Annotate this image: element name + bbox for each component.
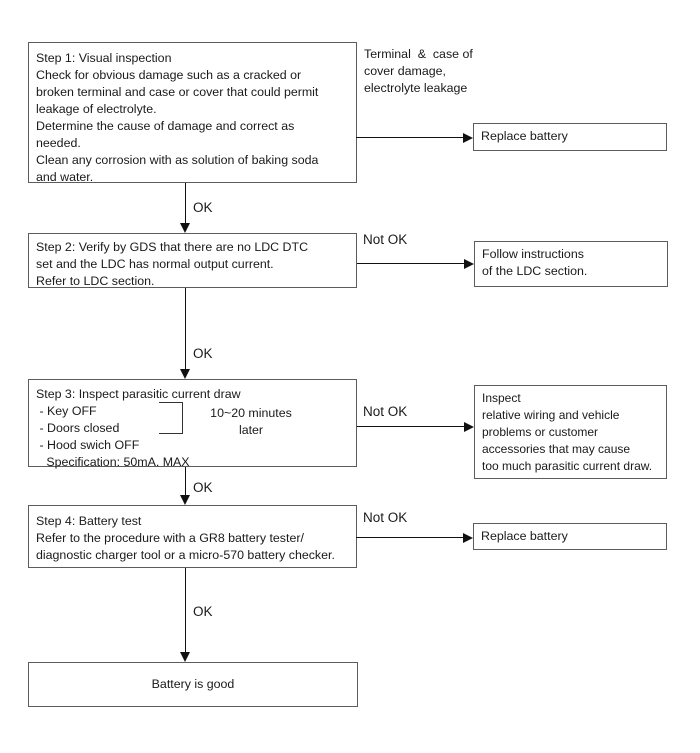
replace-battery-box-2: Replace battery (473, 523, 667, 550)
arrow-step4-to-result-line (185, 568, 186, 652)
arrow-step2-to-step3-head (180, 369, 190, 379)
arrow-step1-to-step2-line (185, 183, 186, 223)
follow-instructions-box: Follow instructions of the LDC section. (474, 241, 668, 287)
arrow-step3-to-inspect-head (464, 422, 474, 432)
arrow-step3-to-step4-head (180, 495, 190, 505)
step4-box: Step 4: Battery test Refer to the proced… (28, 505, 357, 568)
ok-label-1: OK (193, 200, 213, 215)
arrow-step2-to-step3-line (185, 288, 186, 369)
battery-good-box: Battery is good (28, 662, 358, 707)
arrow-step4-to-result-head (180, 652, 190, 662)
arrow-step1-to-step2-head (180, 223, 190, 233)
step2-box: Step 2: Verify by GDS that there are no … (28, 233, 357, 288)
inspect-wiring-box: Inspect relative wiring and vehicle prob… (474, 385, 667, 479)
step3-wait-note: 10~20 minutes later (210, 406, 292, 437)
arrow-step3-to-inspect-line (357, 426, 464, 427)
arrow-step4-to-replace2-line (356, 537, 463, 538)
step3-box: Step 3: Inspect parasitic current draw -… (28, 379, 357, 469)
not-ok-label-3: Not OK (363, 404, 408, 419)
ok-label-2: OK (193, 346, 213, 361)
arrow-step1-to-replace1-head (463, 133, 473, 143)
replace-battery-box-1: Replace battery (473, 123, 667, 151)
arrow-step4-to-replace2-head (463, 533, 473, 543)
arrow-step2-to-follow-line (357, 263, 464, 264)
arrow-step3-to-step4-line (185, 467, 186, 495)
not-ok-label-2: Not OK (363, 232, 408, 247)
arrow-step1-to-replace1-line (356, 137, 463, 138)
terminal-damage-annotation: Terminal & case of cover damage, electro… (364, 47, 473, 95)
step3-grouping-bracket (159, 402, 183, 434)
step1-box: Step 1: Visual inspection Check for obvi… (28, 42, 357, 184)
arrow-step2-to-follow-head (464, 259, 474, 269)
not-ok-label-4: Not OK (363, 510, 408, 525)
ok-label-4: OK (193, 604, 213, 619)
ok-label-3: OK (193, 480, 213, 495)
